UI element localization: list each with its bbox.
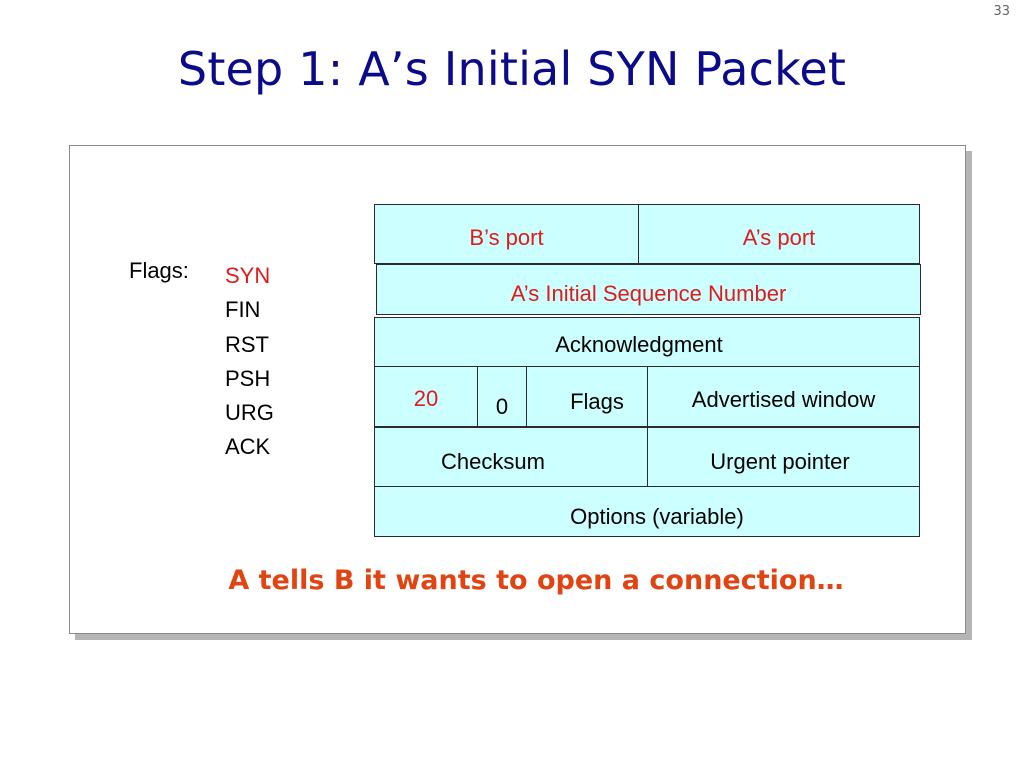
flag-syn: SYN xyxy=(225,263,271,288)
slide-number: 33 xyxy=(993,4,1010,19)
slide-title: Step 1: A’s Initial SYN Packet xyxy=(177,42,847,96)
checksum-field: Checksum xyxy=(374,427,648,487)
options-label: Options (variable) xyxy=(570,504,744,529)
flag-rst: RST xyxy=(225,331,269,357)
src-port-label: B’s port xyxy=(469,225,544,250)
checksum-label: Checksum xyxy=(441,449,545,474)
caption: A tells B it wants to open a connection… xyxy=(228,565,844,596)
reserved-field: 0 xyxy=(477,366,527,427)
acknowledgment-label: Acknowledgment xyxy=(555,332,723,357)
acknowledgment-field: Acknowledgment xyxy=(374,317,920,368)
src-port-field: B’s port xyxy=(374,204,639,264)
urgent-pointer-label: Urgent pointer xyxy=(710,449,850,474)
sequence-number-field: A’s Initial Sequence Number xyxy=(376,264,921,315)
header-length-value: 20 xyxy=(413,386,439,411)
reserved-value: 0 xyxy=(495,394,509,419)
flag-ack: ACK xyxy=(225,434,271,460)
flags-field-label: Flags xyxy=(570,389,624,414)
flag-fin: FIN xyxy=(225,297,261,323)
flag-psh: PSH xyxy=(225,365,271,391)
advertised-window-label: Advertised window xyxy=(691,387,876,412)
dst-port-label: A’s port xyxy=(742,225,816,250)
flags-field: Flags xyxy=(526,366,648,427)
urgent-pointer-field: Urgent pointer xyxy=(647,427,920,487)
advertised-window-field: Advertised window xyxy=(647,366,920,427)
flag-urg: URG xyxy=(225,400,274,426)
sequence-number-label: A’s Initial Sequence Number xyxy=(510,281,787,306)
options-field: Options (variable) xyxy=(374,486,920,537)
header-length-field: 20 xyxy=(374,366,478,427)
flags-label: Flags: xyxy=(129,258,189,283)
dst-port-field: A’s port xyxy=(638,204,920,264)
flag-list: SYN FIN RST PSH URG ACK xyxy=(225,259,274,465)
